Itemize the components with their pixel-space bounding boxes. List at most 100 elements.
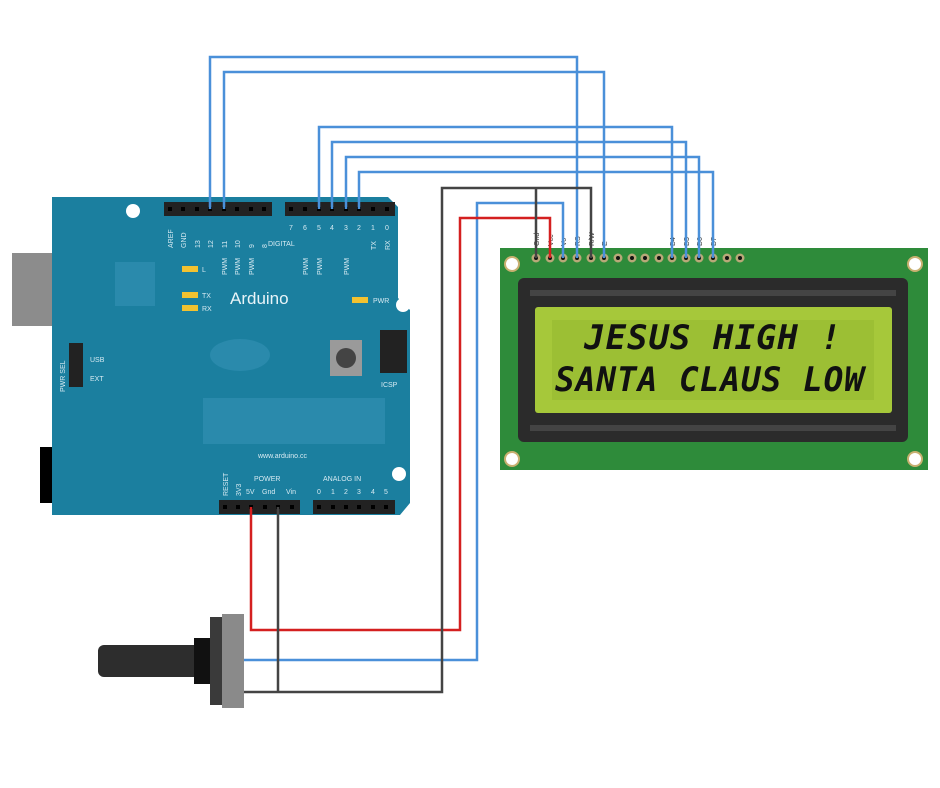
mount-hole <box>907 451 923 467</box>
lcd-pin-label: Vcc <box>548 234 555 246</box>
header-pin[interactable] <box>357 505 361 509</box>
pwm-label: PWM <box>235 258 242 275</box>
digital-header-left <box>164 202 272 216</box>
led-l-label: L <box>202 267 206 274</box>
header-pin[interactable] <box>181 207 185 211</box>
power-header <box>219 500 300 514</box>
pin-label: Gnd <box>262 489 275 496</box>
pin-label: 9 <box>249 244 256 248</box>
lcd-pin-hole <box>657 256 661 260</box>
pot-shaft[interactable] <box>98 645 208 677</box>
pin-label: 10 <box>235 240 242 248</box>
pwr-sel-label: PWR SEL <box>60 360 67 392</box>
frame-slot <box>530 425 896 431</box>
lcd-pin-label: Gnd <box>534 233 541 246</box>
pin-label: 13 <box>195 240 202 248</box>
pin-label: GND <box>181 232 188 248</box>
icsp-label: ICSP <box>381 382 398 389</box>
lcd-pin-label: RS <box>575 236 582 246</box>
pot-flange <box>210 617 224 705</box>
arduino-brand: Arduino <box>230 289 289 308</box>
wire-d5 <box>330 140 688 258</box>
wire-d4 <box>317 125 674 258</box>
pin-label: RESET <box>223 472 230 496</box>
pin-label: RX <box>385 240 392 250</box>
led-rx <box>182 305 198 311</box>
header-pin[interactable] <box>344 505 348 509</box>
header-pin[interactable] <box>195 207 199 211</box>
wire-gnd <box>244 186 593 694</box>
pwr-sel-jumper <box>69 343 83 387</box>
pin-label: 1 <box>331 489 335 496</box>
wire-d7 <box>357 170 715 258</box>
header-pin[interactable] <box>385 207 389 211</box>
pin-label: TX <box>371 241 378 250</box>
power-label: POWER <box>254 476 280 483</box>
header-pin[interactable] <box>331 505 335 509</box>
pwm-label: PWM <box>303 258 310 275</box>
pin-label: 8 <box>262 244 269 248</box>
icsp-header <box>380 330 407 373</box>
pin-label: 11 <box>222 241 229 248</box>
header-pin[interactable] <box>263 505 267 509</box>
led-pwr-label: PWR <box>373 298 389 305</box>
pin-label: 6 <box>303 225 307 232</box>
mount-hole <box>126 204 140 218</box>
header-pin[interactable] <box>223 505 227 509</box>
pin-label: 3V3 <box>236 483 243 496</box>
digital-label: DIGITAL <box>268 241 295 248</box>
pin-label: 3 <box>344 225 348 232</box>
lcd-pin-hole <box>616 256 620 260</box>
chip <box>203 398 385 444</box>
mount-hole <box>504 451 520 467</box>
digital-header-right <box>285 202 395 216</box>
lcd-pin-hole <box>643 256 647 260</box>
led-rx-label: RX <box>202 306 212 313</box>
component <box>115 262 155 306</box>
website-label: www.arduino.cc <box>257 453 308 460</box>
pot-nut <box>194 638 214 684</box>
potentiometer[interactable] <box>98 614 244 708</box>
header-pin[interactable] <box>371 505 375 509</box>
lcd-pin-hole <box>725 256 729 260</box>
lcd-pin-label: R/W <box>589 232 596 246</box>
lcd-line-1: JESUS HIGH ! <box>583 318 842 358</box>
reset-button-cap[interactable] <box>336 348 356 368</box>
led-tx <box>182 292 198 298</box>
lcd-pin-hole <box>630 256 634 260</box>
pin-label: 0 <box>385 225 389 232</box>
pin-label: 5 <box>317 225 321 232</box>
mount-hole <box>392 467 406 481</box>
pin-label: 5 <box>384 489 388 496</box>
header-pin[interactable] <box>317 505 321 509</box>
header-pin[interactable] <box>168 207 172 211</box>
header-pin[interactable] <box>249 207 253 211</box>
lcd-pin-label: D6 <box>697 237 704 246</box>
pin-label: Vin <box>286 489 296 496</box>
led-tx-label: TX <box>202 293 211 300</box>
header-pin[interactable] <box>262 207 266 211</box>
header-pin[interactable] <box>289 207 293 211</box>
led-l <box>182 266 198 272</box>
header-pin[interactable] <box>235 207 239 211</box>
mount-hole <box>907 256 923 272</box>
frame-slot <box>530 290 896 296</box>
wire-5v <box>249 216 552 632</box>
lcd-pin-hole <box>738 256 742 260</box>
header-pin[interactable] <box>290 505 294 509</box>
pwm-label: PWM <box>222 258 229 275</box>
header-pin[interactable] <box>236 505 240 509</box>
wire-e <box>222 70 606 258</box>
pwm-label: PWM <box>344 258 351 275</box>
header-pin[interactable] <box>384 505 388 509</box>
pin-label: 2 <box>357 225 361 232</box>
mount-hole <box>504 256 520 272</box>
led-pwr <box>352 297 368 303</box>
header-pin[interactable] <box>371 207 375 211</box>
header-pin[interactable] <box>303 207 307 211</box>
arduino-board: ICSP PWR SEL USB EXT L TX RX PWR Arduino… <box>52 197 410 515</box>
wire-d6 <box>344 155 701 258</box>
pin-label: 1 <box>371 225 375 232</box>
